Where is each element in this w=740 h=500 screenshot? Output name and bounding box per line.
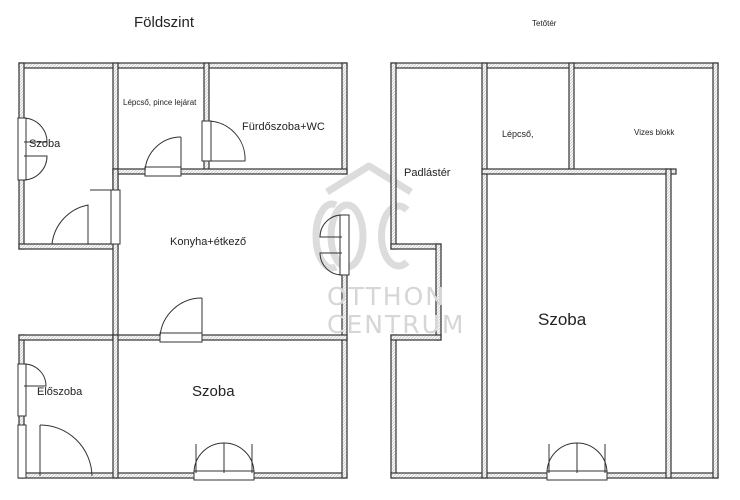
attic-wall-left-upper — [390, 62, 397, 250]
attic-openings — [546, 442, 608, 481]
attic-step-bottom — [390, 334, 442, 341]
attic-wall-left-lower — [390, 334, 397, 479]
room-label-szoba-ground: Szoba — [192, 383, 235, 400]
wall-outer-bottom — [18, 472, 348, 479]
wall-step-lower — [18, 334, 119, 341]
room-label-szoba-small: Szoba — [29, 138, 61, 150]
ground-floor-title: Földszint — [134, 14, 195, 31]
wall-eloszoba-right — [112, 334, 119, 479]
attic-wall-padlas-right — [481, 62, 488, 479]
attic-wall-szoba-top — [481, 168, 677, 175]
room-label-szoba-attic: Szoba — [538, 310, 587, 329]
attic-wall-right — [712, 62, 719, 479]
attic-wall-szoba-right — [665, 168, 672, 479]
room-label-lepcso-attic: Lépcső, — [502, 129, 534, 139]
room-label-konyha: Konyha+étkező — [170, 236, 247, 248]
watermark-line2: CENTRUM — [327, 310, 466, 339]
wall-konyha-bottom — [112, 334, 348, 341]
ground-floor-openings — [17, 117, 350, 481]
wall-step-upper — [18, 243, 119, 250]
room-label-eloszoba: Előszoba — [37, 386, 83, 398]
wall-outer-top — [18, 62, 348, 69]
room-label-furdoszoba: Fürdőszoba+WC — [242, 121, 325, 133]
attic-wall-lepcso-right — [568, 62, 575, 175]
attic-step-top — [390, 243, 442, 250]
attic-floor-plan — [390, 62, 719, 479]
watermark-line1: OTTHON — [327, 282, 446, 311]
room-label-lepcso-pince: Lépcső, pince lejárat — [123, 98, 197, 107]
room-label-vizes-blokk: Vizes blokk — [634, 128, 675, 137]
wall-outer-right-top — [341, 62, 348, 175]
attic-title: Tetőtér — [532, 19, 557, 28]
attic-wall-top — [390, 62, 719, 69]
room-label-padlaster: Padlástér — [404, 167, 451, 179]
